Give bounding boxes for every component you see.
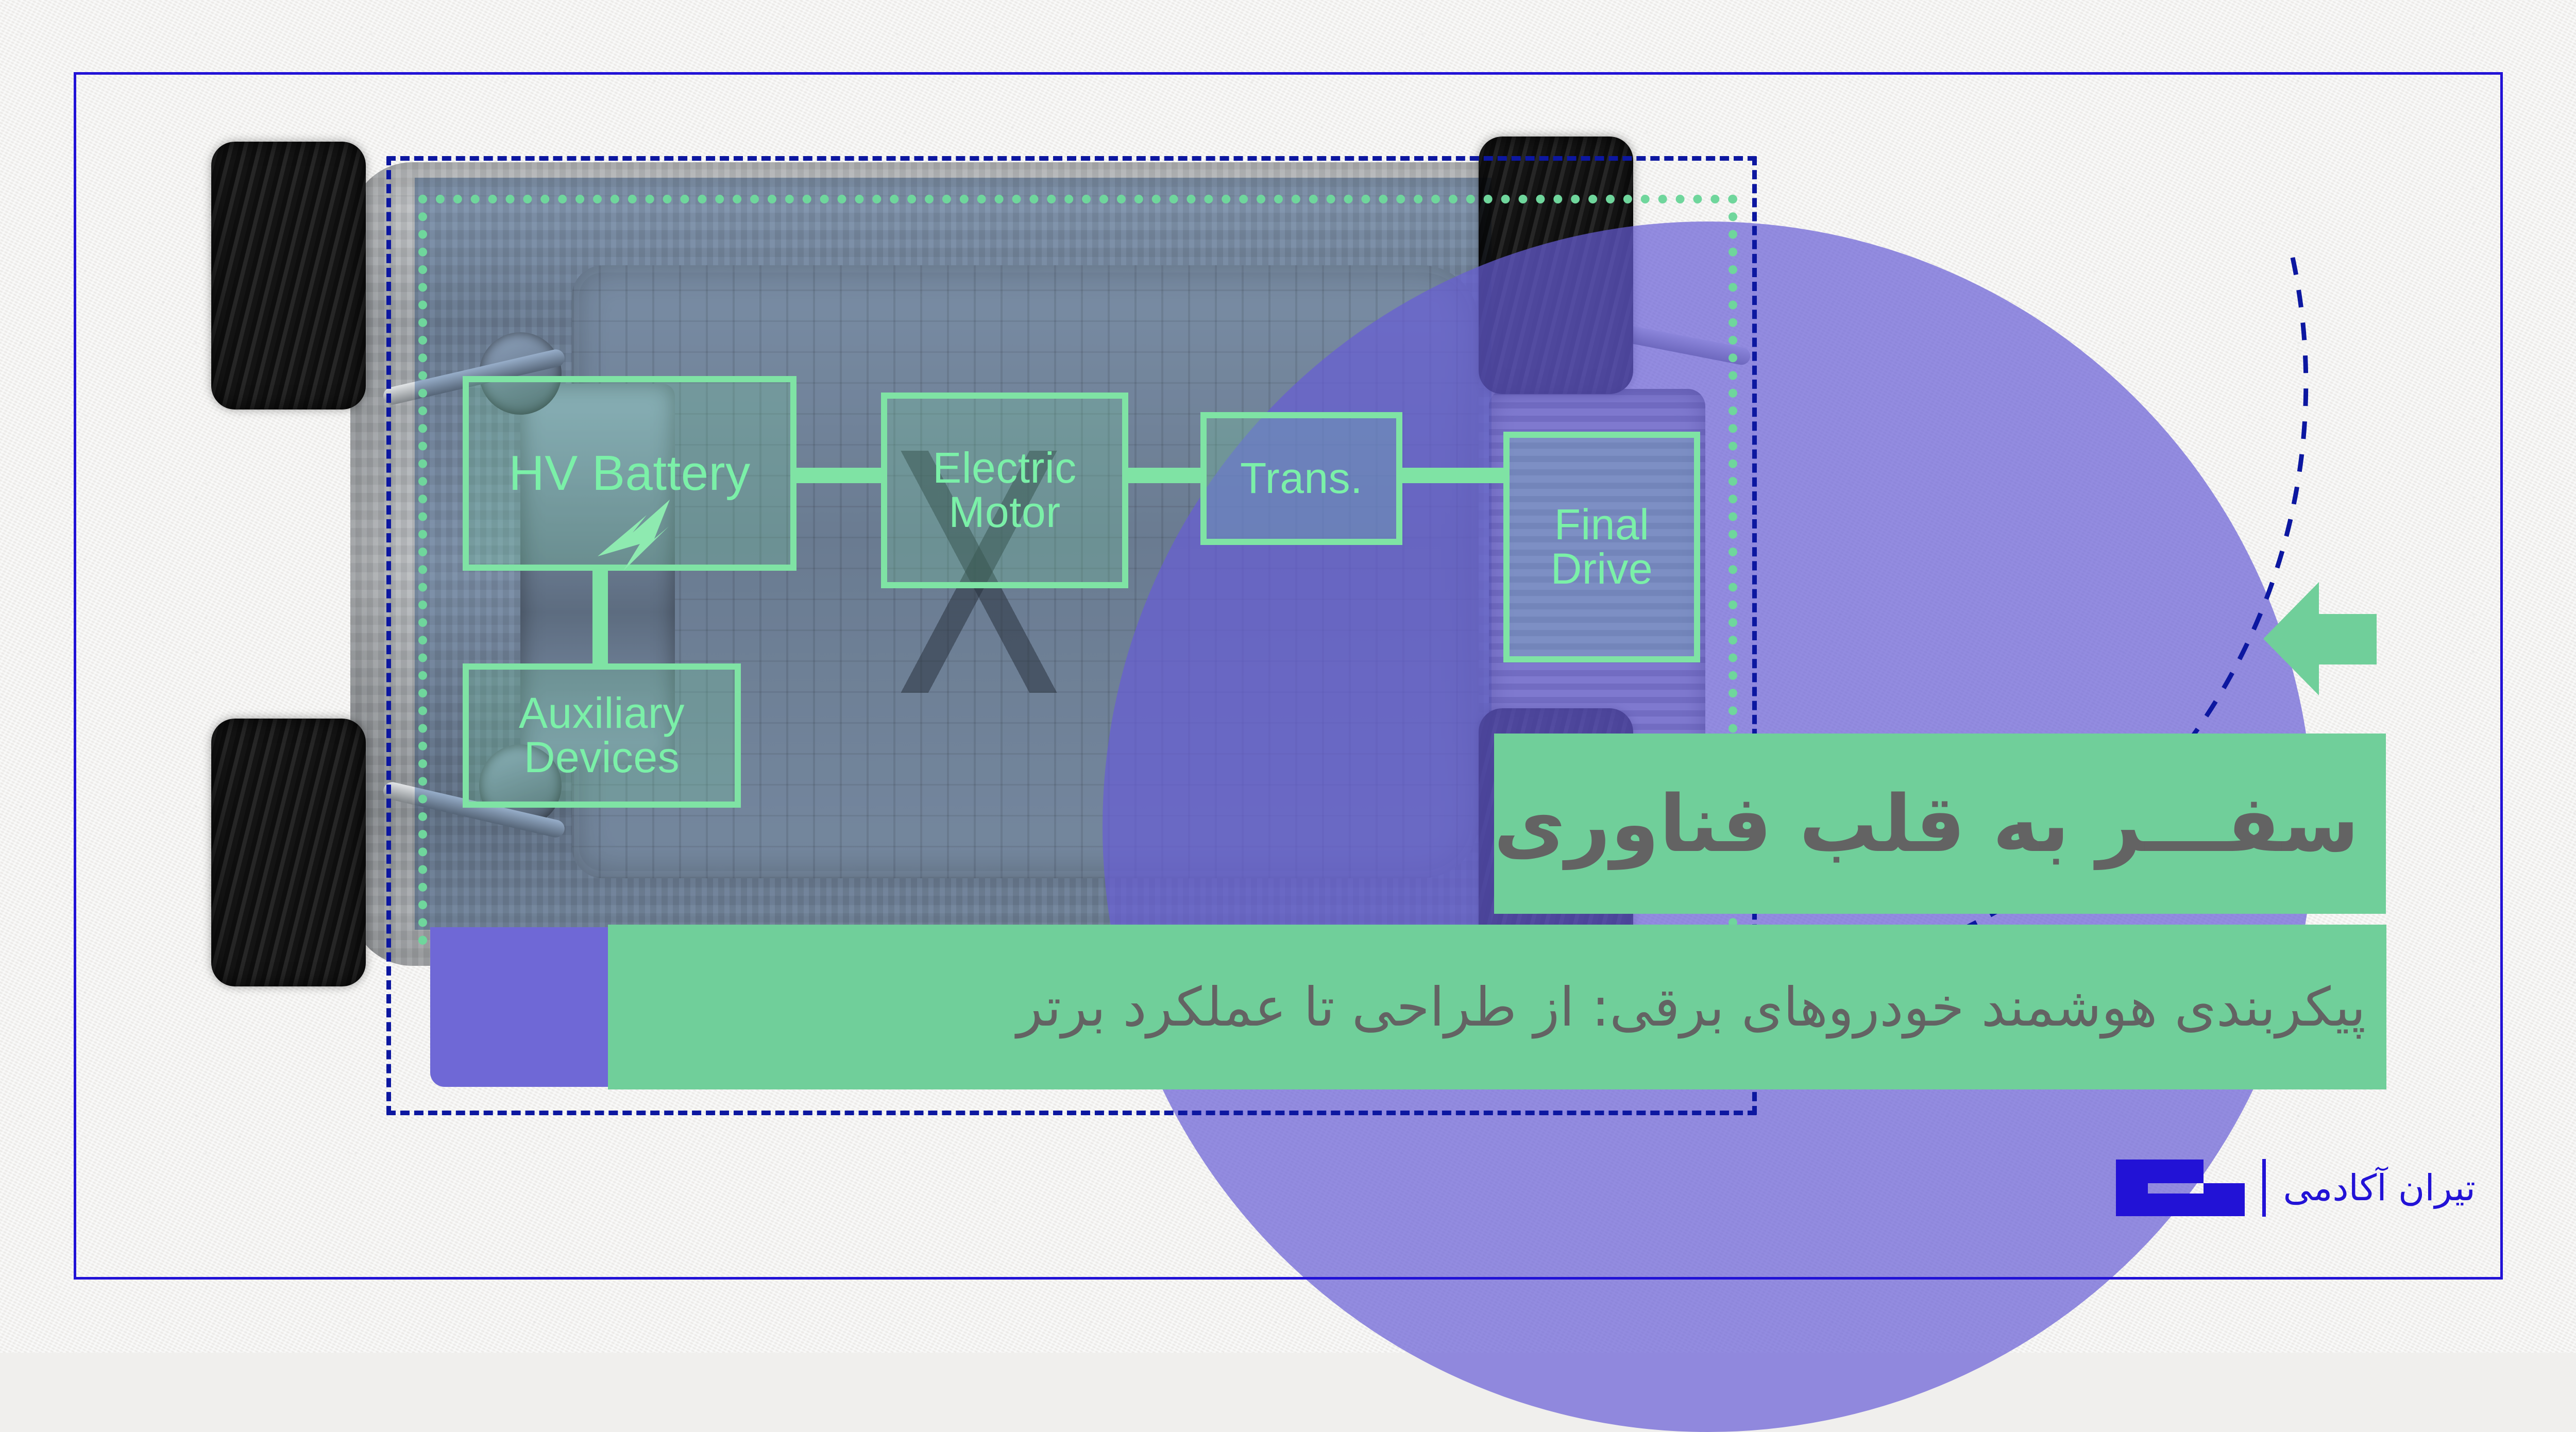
block-auxiliary-devices-label: Auxiliary Devices xyxy=(519,689,685,781)
block-final-drive-label: Final Drive xyxy=(1550,500,1653,593)
outer-frame-border xyxy=(74,72,2503,1280)
left-arrow-icon xyxy=(2263,582,2377,695)
block-transmission-label: Trans. xyxy=(1240,454,1363,503)
connector-transmission-to-final-drive xyxy=(1399,468,1506,483)
subtitle-card: پیکربندی هوشمند خودروهای برقی: از طراحی … xyxy=(608,925,2386,1089)
purple-accent-block xyxy=(430,927,615,1087)
block-electric-motor-label: Electric Motor xyxy=(933,444,1077,536)
block-electric-motor[interactable]: Electric Motor xyxy=(881,393,1128,588)
dashed-selection-rect xyxy=(386,156,1757,1115)
tire-rear-left xyxy=(211,719,366,986)
block-hv-battery-label: HV Battery xyxy=(509,446,751,501)
tiran-academy-logo-icon xyxy=(2115,1160,2245,1216)
block-final-drive[interactable]: Final Drive xyxy=(1503,432,1700,662)
tire-front-left xyxy=(211,142,366,410)
block-auxiliary-devices[interactable]: Auxiliary Devices xyxy=(463,663,741,808)
brand-name: تیران آکادمی xyxy=(2283,1167,2476,1209)
page-subtitle: پیکربندی هوشمند خودروهای برقی: از طراحی … xyxy=(1016,976,2366,1038)
connector-motor-to-transmission xyxy=(1125,468,1204,483)
footer-brand[interactable]: تیران آکادمی xyxy=(2115,1159,2476,1217)
title-card: سفـــر به قلب فناوری xyxy=(1494,734,2386,914)
logo-divider xyxy=(2262,1159,2266,1217)
block-transmission[interactable]: Trans. xyxy=(1200,412,1402,545)
page-title: سفـــر به قلب فناوری xyxy=(1494,778,2359,870)
block-hv-battery[interactable]: HV Battery xyxy=(463,376,796,571)
connector-battery-to-motor xyxy=(793,468,885,483)
lightning-bolt-icon xyxy=(598,500,670,571)
connector-battery-to-auxiliary xyxy=(592,567,608,668)
